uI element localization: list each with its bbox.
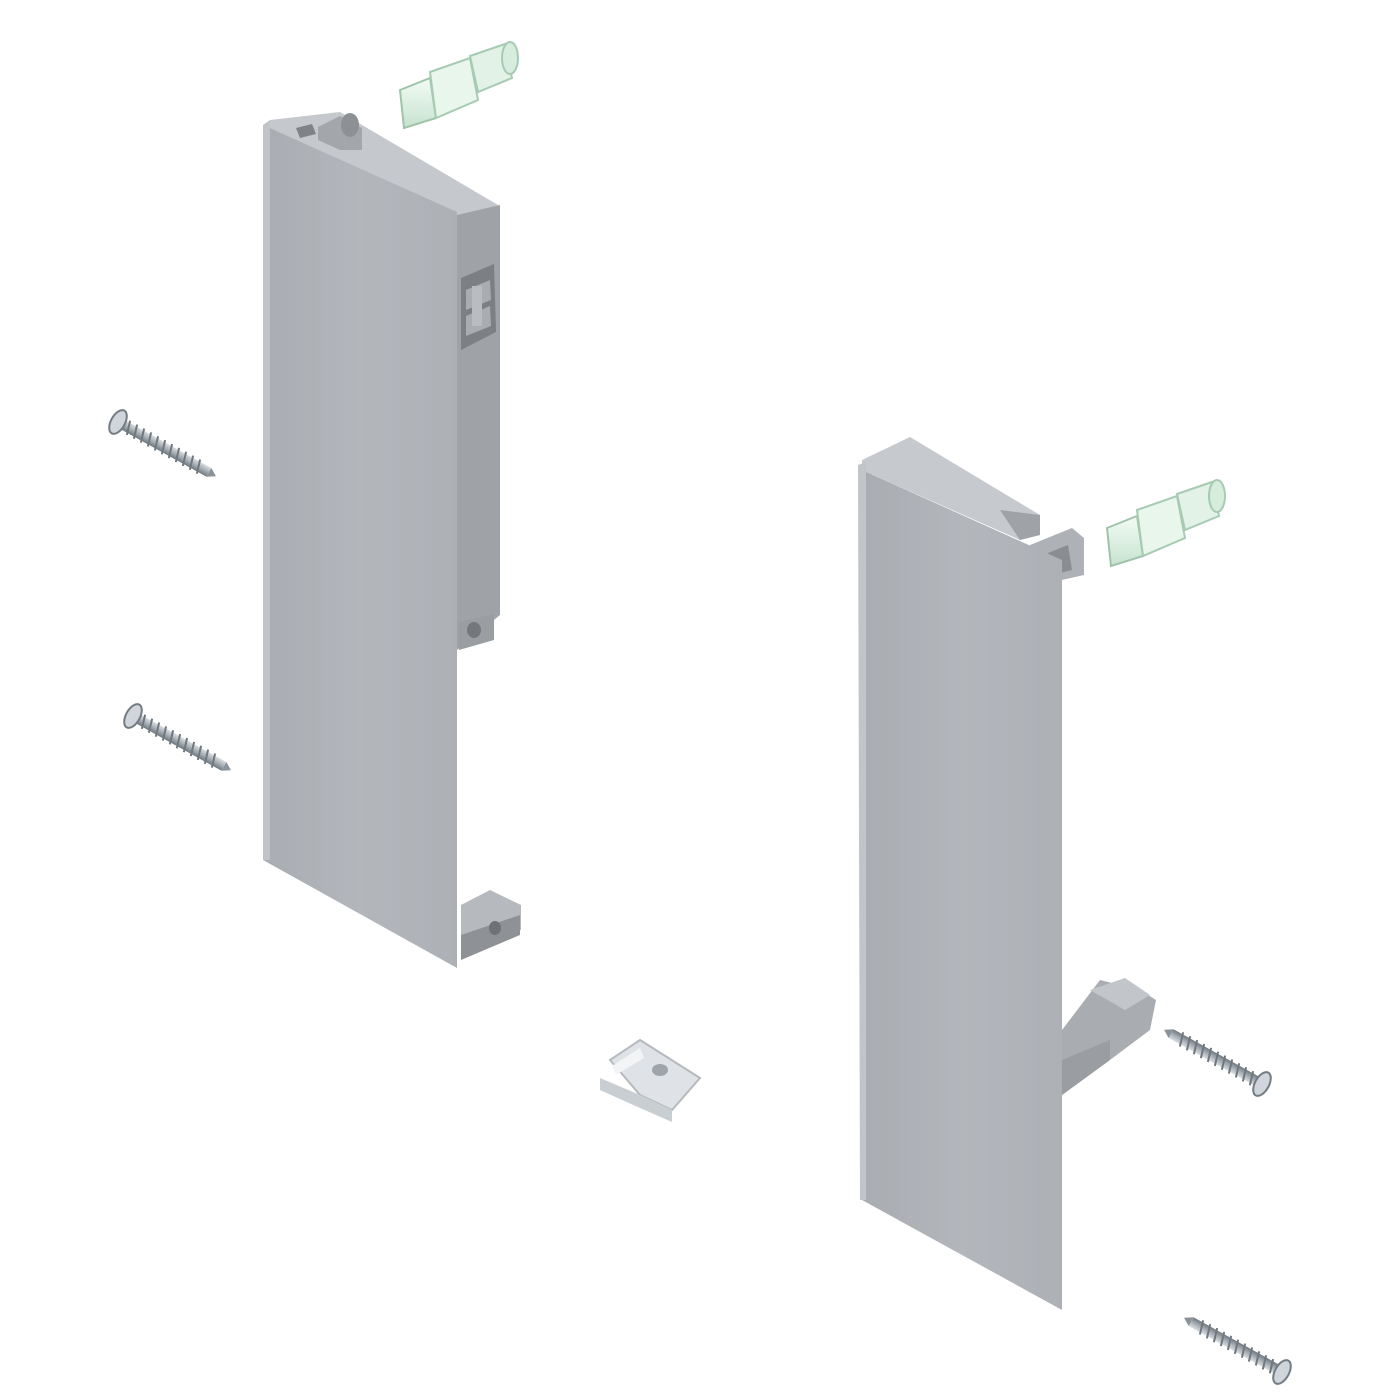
left-front-fixing-bracket [263,112,521,968]
mounting-clip-icon [600,1038,702,1122]
wood-screw-icon [123,703,231,771]
top-peg-icon [296,113,362,150]
right-front-fixing-bracket [858,437,1156,1310]
slot-window-icon [461,264,496,350]
plastic-dowel-right [1105,479,1226,568]
lower-hook-icon [1062,978,1156,1095]
wood-screw-icon [1184,1317,1292,1385]
wood-screw-icon [108,409,216,477]
lower-connector-icon [459,614,494,650]
wood-screw-icon [1164,1029,1272,1097]
bottom-foot-icon [461,890,521,960]
plastic-dowel-top [398,41,519,130]
